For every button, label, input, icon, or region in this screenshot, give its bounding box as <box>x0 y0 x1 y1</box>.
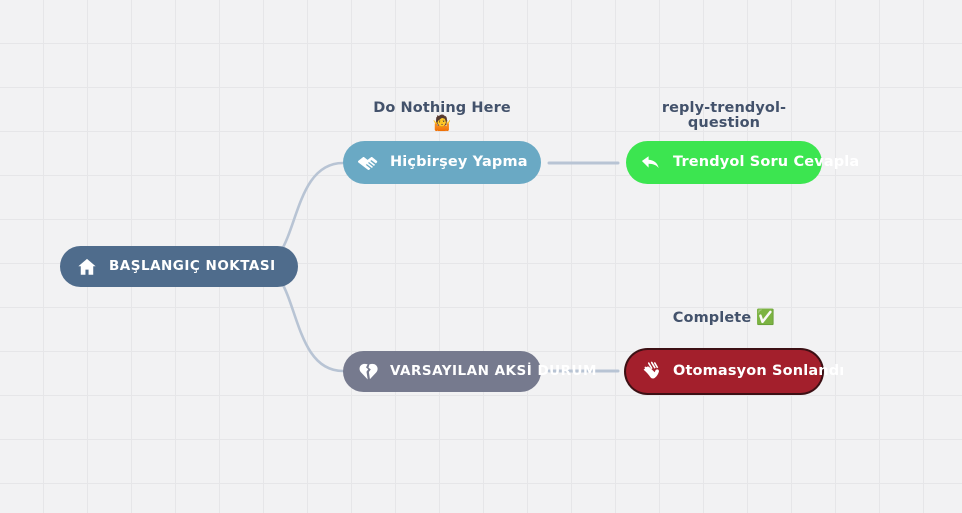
caption-do-nothing-text: Do Nothing Here <box>373 100 511 116</box>
node-default-label: VARSAYILAN AKSİ DURUM <box>390 362 597 379</box>
check-mark-button-emoji-icon: ✅ <box>756 308 776 326</box>
node-automation-end[interactable]: Otomasyon Sonlandı <box>626 350 844 393</box>
node-start[interactable]: BAŞLANGIÇ NOKTASI <box>60 246 298 287</box>
caption-reply-line2: question <box>687 115 761 132</box>
waving-hands-icon <box>638 359 664 385</box>
caption-complete: Complete ✅ <box>626 308 822 326</box>
caption-do-nothing: Do Nothing Here 🤷 <box>343 100 541 133</box>
node-reply-trendyol-question[interactable]: Trendyol Soru Cevapla <box>626 141 859 184</box>
reply-arrow-icon <box>638 150 664 176</box>
node-default-else[interactable]: VARSAYILAN AKSİ DURUM <box>343 351 596 392</box>
node-start-label: BAŞLANGIÇ NOKTASI <box>109 257 276 274</box>
node-do-nothing[interactable]: Hiçbirşey Yapma <box>343 141 541 184</box>
node-do-nothing-label: Hiçbirşey Yapma <box>390 154 528 171</box>
caption-reply: reply-trendyol- question <box>626 100 822 132</box>
shrug-emoji-icon: 🤷 <box>432 114 452 133</box>
caption-reply-line1: reply-trendyol- <box>661 100 787 116</box>
node-reply-label: Trendyol Soru Cevapla <box>673 154 860 171</box>
home-icon <box>74 254 100 280</box>
caption-complete-text: Complete <box>672 310 752 326</box>
broken-heart-icon <box>355 359 381 385</box>
node-end-label: Otomasyon Sonlandı <box>673 363 845 380</box>
handshake-icon <box>355 150 381 176</box>
